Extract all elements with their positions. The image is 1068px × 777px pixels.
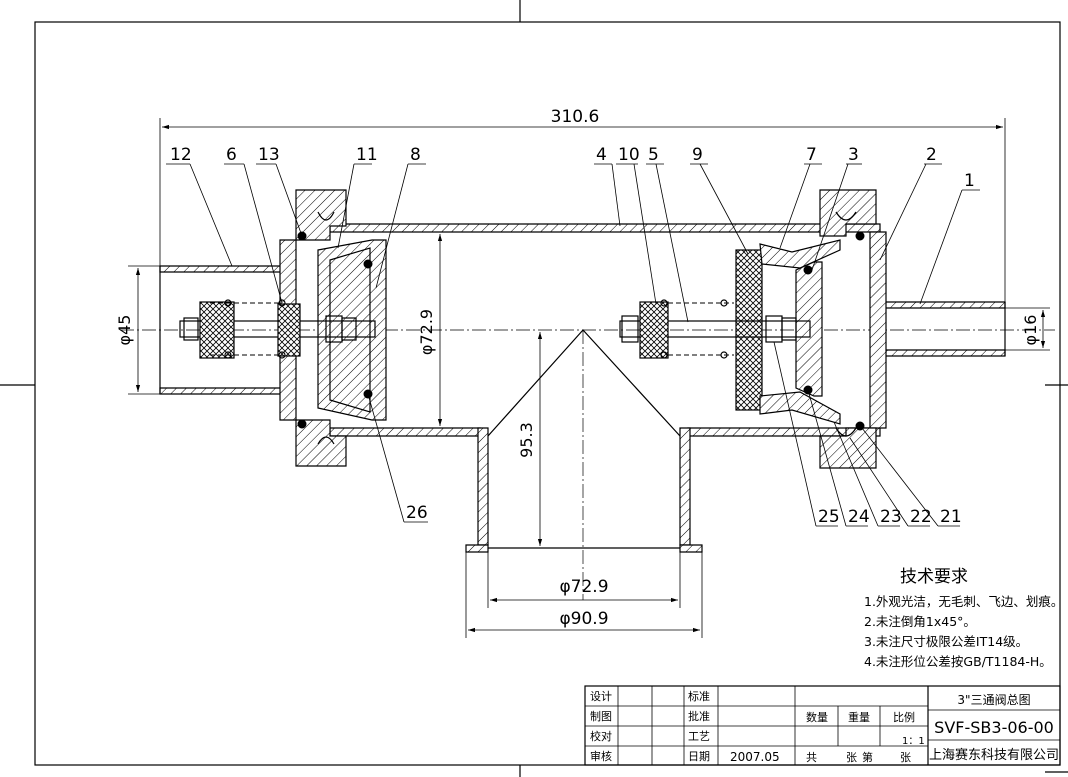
dim-right-port-text: φ16	[1021, 315, 1040, 346]
part-number: 8	[410, 145, 421, 165]
dim-left-port: φ45	[115, 265, 160, 395]
part-number: 13	[258, 145, 280, 165]
title-role: 设计	[590, 690, 612, 703]
part-number: 21	[940, 507, 962, 527]
drawing-number: SVF-SB3-06-00	[934, 718, 1054, 737]
tech-requirement-item: 3.未注尺寸极限公差IT14级。	[864, 634, 1028, 649]
part-number: 2	[926, 145, 937, 165]
dim-branch-diameters: φ72.9 φ90.9	[465, 552, 703, 638]
part-number: 10	[618, 145, 640, 165]
part-leaders-bottom: 26 25 24 23 22 21	[367, 341, 962, 527]
dim-overall-length-text: 310.6	[551, 107, 600, 127]
weight-label: 重量	[848, 710, 870, 724]
title-role: 审核	[590, 749, 612, 763]
part-number: 1	[964, 171, 975, 191]
right-end-assembly	[317, 189, 1006, 469]
dim-branch-height: 95.3	[517, 332, 543, 546]
company-name: 上海赛东科技有限公司	[929, 747, 1059, 763]
tech-requirement-item: 1.外观光洁，无毛刺、飞边、划痕。	[864, 594, 1063, 609]
part-number: 9	[692, 145, 703, 165]
part-number: 7	[806, 145, 817, 165]
title-label: 工艺	[688, 730, 710, 743]
drawing-name: 3"三通阀总图	[957, 693, 1030, 707]
dim-branch-inner-text: φ72.9	[559, 577, 608, 597]
part-number: 12	[170, 145, 192, 165]
part-number: 11	[356, 145, 378, 165]
tee-branch	[465, 329, 703, 553]
part-leaders-top: 12 6 13 11 8 4 10 5 9 7 3 2 1	[166, 145, 980, 323]
sheet-unit2: 张	[900, 751, 911, 764]
part-number: 25	[818, 507, 840, 527]
tech-requirements-title: 技术要求	[900, 567, 968, 587]
scale-value: 1：1	[902, 736, 925, 747]
part-number: 3	[848, 145, 859, 165]
part-number: 4	[596, 145, 607, 165]
tech-requirement-item: 2.未注倒角1x45°。	[864, 614, 976, 629]
title-label: 批准	[688, 709, 710, 723]
sheet-no: 第	[862, 750, 873, 764]
title-date: 2007.05	[730, 750, 780, 764]
dim-branch-height-text: 95.3	[517, 422, 536, 458]
title-label: 标准	[688, 689, 710, 703]
part-number: 5	[648, 145, 659, 165]
center-lines	[120, 329, 1055, 600]
part-number: 22	[910, 507, 932, 527]
dim-pipe-diameter-text: φ72.9	[417, 309, 436, 355]
title-role: 制图	[590, 710, 612, 723]
part-number: 26	[406, 503, 428, 523]
qty-label: 数量	[806, 711, 828, 724]
dim-overall-length: 310.6	[159, 107, 1006, 302]
part-number: 6	[226, 145, 237, 165]
scale-label: 比例	[893, 710, 915, 724]
part-number: 23	[880, 507, 902, 527]
dim-right-port: φ16	[1005, 307, 1050, 351]
title-role: 校对	[590, 729, 612, 743]
left-end-assembly	[159, 189, 387, 467]
tech-requirements: 技术要求 1.外观光洁，无毛刺、飞边、划痕。 2.未注倒角1x45°。 3.未注…	[864, 567, 1063, 669]
title-label: 日期	[688, 750, 710, 763]
part-number: 24	[848, 507, 870, 527]
dim-pipe-diameter: φ72.9	[417, 234, 443, 426]
sheet-unit: 张	[846, 751, 857, 764]
dim-left-port-text: φ45	[115, 315, 134, 346]
sheet-total: 共	[806, 751, 817, 764]
title-block: 设计 制图 校对 审核 标准 批准 工艺 日期 2007.05 数量 重量 比例…	[584, 685, 1061, 766]
dim-branch-outer-text: φ90.9	[559, 609, 608, 629]
tech-requirement-item: 4.未注形位公差按GB/T1184-H。	[864, 654, 1052, 669]
